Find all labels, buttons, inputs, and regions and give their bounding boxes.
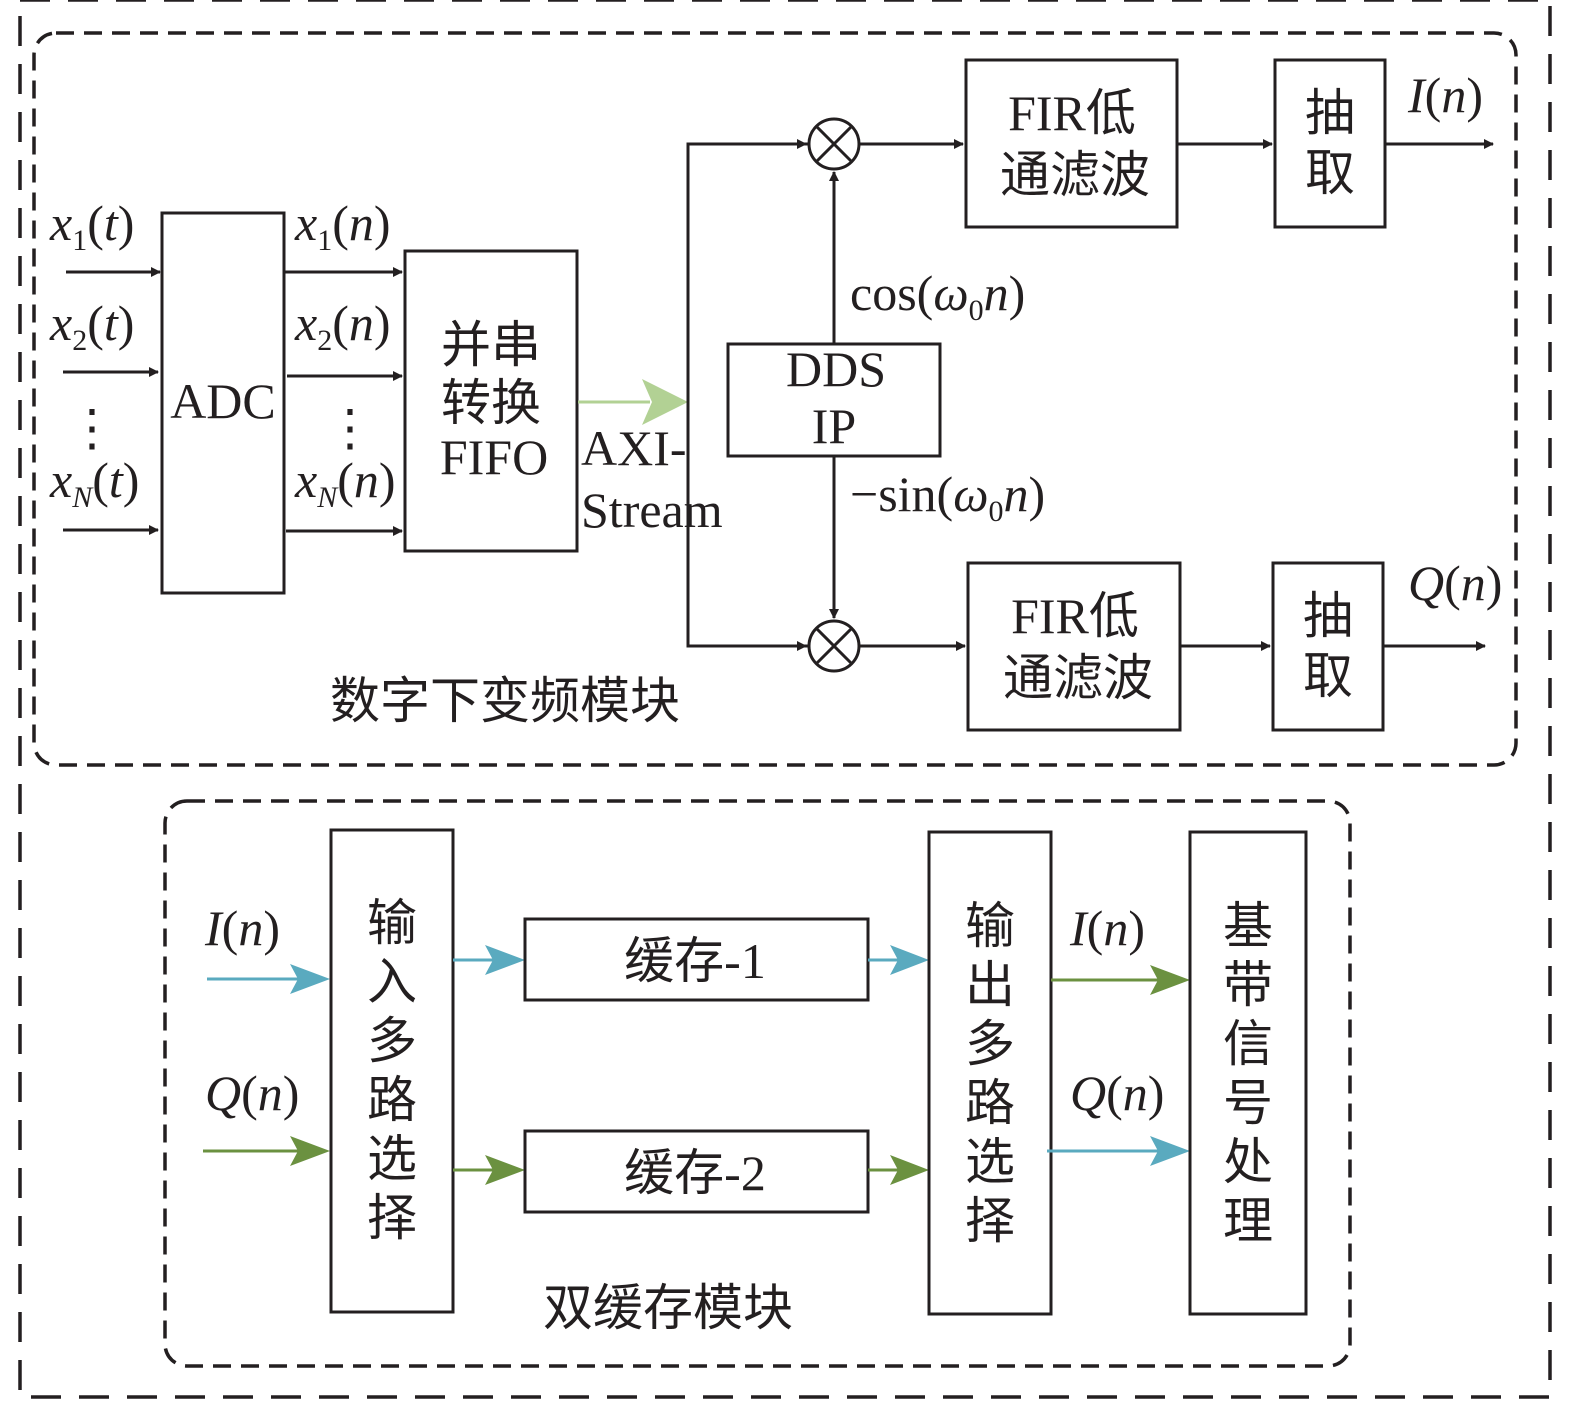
arrow-in-q (203, 1136, 330, 1166)
buffer-in-q-label: Q(n) (205, 1065, 299, 1121)
fir-q-label-line-1: FIR低 (1011, 588, 1139, 644)
input-mux-label-char: 择 (367, 1190, 417, 1246)
ddc-module: x1(t) x2(t) ⋮ xN(t) ADC x1(n) x2(n) ⋮ xN… (32, 31, 1518, 767)
adc-output-label-n: xN(n) (294, 452, 396, 514)
baseband-processing-block (1188, 830, 1308, 1316)
dds-label-line-2: IP (812, 398, 856, 454)
ddc-module-border (32, 31, 1518, 767)
output-mux-label-char: 择 (965, 1193, 1015, 1249)
fifo-label-line-3: FIFO (440, 429, 548, 485)
baseband-processing-label-char: 信 (1223, 1016, 1273, 1072)
fifo-label-line-1: 并串 (441, 317, 541, 373)
buffer-2-block (523, 1129, 870, 1214)
sin-label: −sin(ω0n) (850, 466, 1045, 528)
output-mux-label-char: 选 (965, 1134, 1015, 1190)
baseband-processing-label-char: 带 (1223, 957, 1273, 1013)
input-mux-label-char: 选 (367, 1131, 417, 1187)
dds-label-line-1: DDS (786, 341, 886, 397)
axi-label-line-2: Stream (581, 482, 723, 538)
cos-label: cos(ω0n) (850, 265, 1025, 327)
buffer-in-i-label: I(n) (204, 900, 280, 956)
input-label-n: xN(t) (49, 452, 139, 514)
adc-output-ellipsis: ⋮ (325, 400, 375, 456)
fir-block-q (966, 561, 1182, 732)
adc-output-label-1: x1(n) (294, 195, 391, 257)
decimate-q-label-line-2: 取 (1303, 648, 1353, 704)
arrow-mux-to-buffer1 (453, 945, 525, 975)
buffer-out-i-label: I(n) (1069, 900, 1145, 956)
baseband-processing-label-char: 处 (1223, 1134, 1273, 1190)
buffer-out-q-label: Q(n) (1070, 1065, 1164, 1121)
input-mux-label-char: 多 (367, 1013, 417, 1069)
mixer-q (807, 619, 861, 673)
output-mux-label-char: 路 (965, 1075, 1015, 1131)
baseband-processing-label-char: 号 (1223, 1075, 1273, 1131)
input-mux-label-char: 入 (367, 954, 417, 1010)
fifo-label-line-2: 转换 (441, 375, 541, 431)
arrow-in-i (207, 964, 330, 994)
fir-i-label-line-1: FIR低 (1008, 85, 1136, 141)
decimate-block-q (1271, 561, 1385, 732)
decimate-i-label-line-2: 取 (1305, 145, 1355, 201)
input-label-2: x2(t) (49, 295, 134, 357)
adc-output-label-2: x2(n) (294, 295, 391, 357)
dual-buffer-module-border (163, 799, 1352, 1368)
axi-label-line-1: AXI- (581, 420, 687, 476)
axi-stream-arrow-head (642, 379, 688, 425)
fir-block-i (964, 58, 1179, 229)
arrow-outmux-q-to-baseband (1047, 1136, 1190, 1166)
dual-buffer-module-title: 双缓存模块 (543, 1280, 793, 1336)
decimate-i-label-line-1: 抽 (1305, 85, 1355, 141)
baseband-processing-label-char: 基 (1223, 898, 1273, 954)
input-label-1: x1(t) (49, 195, 134, 257)
dds-block (726, 342, 942, 458)
arrow-buffer2-to-outmux (868, 1155, 929, 1185)
out-i-label: I(n) (1407, 67, 1483, 123)
input-mux-label-char: 路 (367, 1072, 417, 1128)
input-mux-label-char: 输 (367, 895, 417, 951)
output-mux-label-char: 多 (965, 1016, 1015, 1072)
decimate-block-i (1273, 58, 1387, 229)
output-mux-block (927, 830, 1053, 1316)
output-mux-label-char: 出 (965, 957, 1015, 1013)
input-ellipsis: ⋮ (67, 400, 117, 456)
adc-block (160, 211, 286, 595)
arrow-outmux-i-to-baseband (1051, 965, 1190, 995)
ddc-module-title: 数字下变频模块 (330, 673, 680, 729)
outer-frame (18, 0, 1552, 1399)
buffer-1-label: 缓存-1 (624, 933, 766, 989)
buffer-2-label: 缓存-2 (624, 1145, 766, 1201)
out-q-label: Q(n) (1408, 555, 1502, 611)
fir-q-label-line-2: 通滤波 (1003, 650, 1153, 706)
input-mux-block (329, 828, 455, 1314)
arrow-buffer1-to-outmux (868, 945, 929, 975)
mixer-i (807, 117, 861, 171)
baseband-processing-label-char: 理 (1223, 1193, 1273, 1249)
decimate-q-label-line-1: 抽 (1303, 588, 1353, 644)
output-mux-label-char: 输 (965, 898, 1015, 954)
fifo-block (403, 249, 579, 553)
fir-i-label-line-2: 通滤波 (1000, 147, 1150, 203)
arrow-mux-to-buffer2 (453, 1155, 525, 1185)
adc-label: ADC (170, 373, 276, 429)
